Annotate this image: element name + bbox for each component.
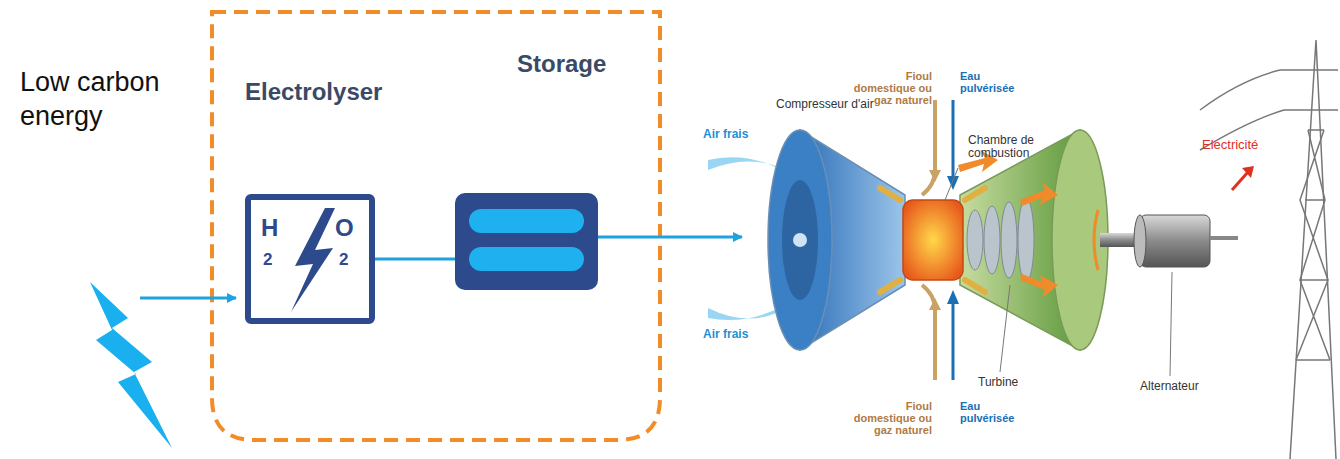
flow-line bbox=[375, 258, 455, 261]
fuel-label: Fioul domestique ou gaz naturel bbox=[848, 70, 932, 106]
lightning-bolt bbox=[90, 282, 172, 448]
storage-node: Storage bbox=[455, 50, 598, 290]
formula-text: O bbox=[335, 214, 354, 242]
electrolyser-icon: H 2 O 2 bbox=[245, 194, 375, 324]
air-label: Air frais bbox=[703, 128, 773, 141]
alternator bbox=[1140, 215, 1210, 267]
water-label: Eau pulvérisée bbox=[960, 400, 1030, 424]
node-heading: Storage bbox=[455, 50, 598, 78]
output-label: Electricité bbox=[1202, 138, 1282, 152]
part-label: Turbine bbox=[978, 376, 1048, 389]
side-label: Low carbon energy bbox=[20, 66, 195, 134]
turbine-rotor bbox=[967, 198, 1034, 282]
leader-lines bbox=[945, 168, 1172, 376]
formula-text: 2 bbox=[263, 250, 272, 270]
electrolyser-node: ElectrolyserH 2 O 2 bbox=[245, 78, 375, 324]
fuel-pipes bbox=[922, 100, 959, 380]
tank bbox=[469, 209, 584, 233]
part-label: Alternateur bbox=[1140, 380, 1230, 393]
fuel-label: Fioul domestique ou gaz naturel bbox=[848, 400, 932, 436]
energy-arrow bbox=[140, 297, 236, 300]
tank bbox=[469, 247, 584, 271]
part-label: Chambre de combustion bbox=[968, 134, 1048, 160]
compressor-inlet bbox=[768, 130, 832, 350]
formula-text: H bbox=[261, 214, 278, 242]
node-heading: Electrolyser bbox=[245, 78, 375, 106]
hydrogen-arrow bbox=[598, 236, 742, 239]
storage-icon bbox=[455, 193, 598, 290]
water-label: Eau pulvérisée bbox=[960, 70, 1030, 94]
pylon bbox=[1200, 40, 1338, 459]
flow-arrows bbox=[958, 150, 1058, 298]
dashed-boundary bbox=[212, 12, 660, 440]
air-label: Air frais bbox=[703, 328, 773, 341]
combustion-chamber bbox=[903, 200, 963, 280]
formula-text: 2 bbox=[339, 250, 348, 270]
